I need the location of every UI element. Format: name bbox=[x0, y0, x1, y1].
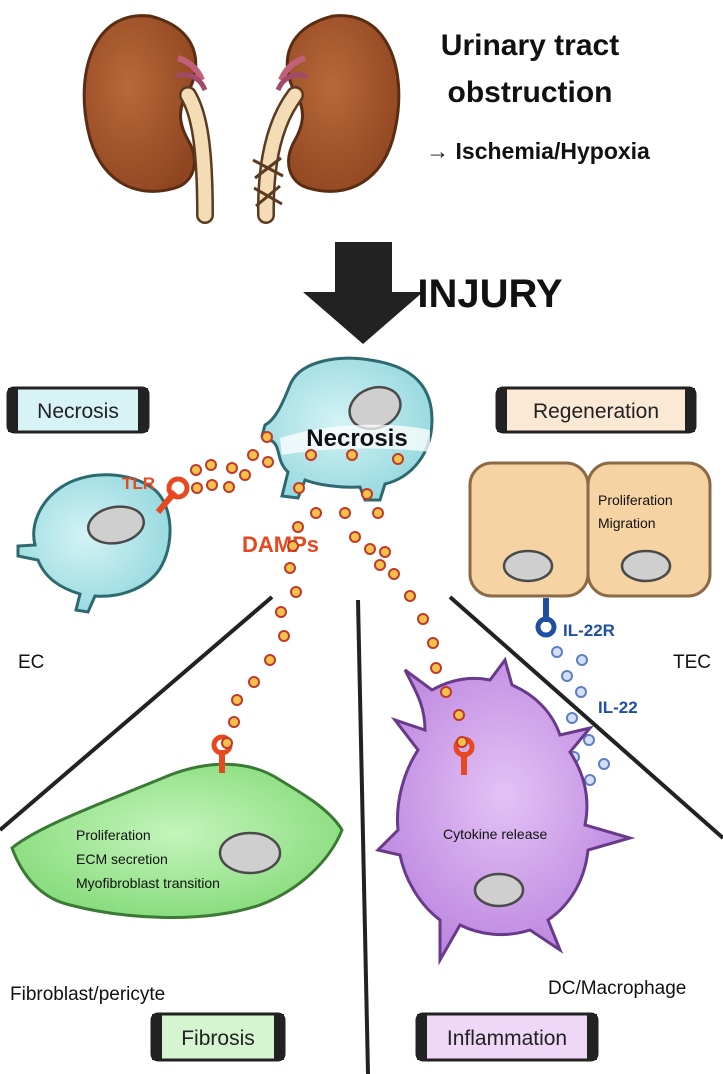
macrophage-label: DC/Macrophage bbox=[548, 978, 686, 999]
fibroblast-text-line3: Myofibroblast transition bbox=[76, 875, 220, 891]
damps-label: DAMPs bbox=[242, 532, 319, 557]
fibroblast-text-line2: ECM secretion bbox=[76, 851, 168, 867]
macrophage-text-line1: Cytokine release bbox=[443, 826, 547, 842]
header-title-line2: obstruction bbox=[448, 76, 613, 109]
injury-label: INJURY bbox=[417, 272, 563, 316]
pill-necrosis: Necrosis bbox=[6, 386, 150, 434]
pill-inflammation-label: Inflammation bbox=[447, 1027, 567, 1050]
pill-fibrosis: Fibrosis bbox=[150, 1012, 286, 1062]
header-title-line1: Urinary tract bbox=[441, 29, 619, 62]
damp-dots bbox=[190, 431, 468, 749]
tec-cells: Proliferation Migration bbox=[468, 461, 712, 638]
obstruction-mark-icon bbox=[253, 184, 283, 208]
pill-regeneration-label: Regeneration bbox=[533, 400, 659, 423]
fibroblast-label: Fibroblast/pericyte bbox=[10, 984, 165, 1005]
il22-dots bbox=[551, 646, 610, 786]
panel-dividers bbox=[0, 595, 723, 1074]
nucleus bbox=[620, 549, 672, 583]
ec-label: EC bbox=[18, 652, 44, 673]
tec-text-line2: Migration bbox=[598, 515, 656, 531]
ec-cell bbox=[16, 473, 190, 614]
pill-inflammation: Inflammation bbox=[415, 1012, 599, 1062]
fibroblast-text-line1: Proliferation bbox=[76, 827, 151, 843]
center-cell-label: Necrosis bbox=[306, 425, 407, 452]
pill-fibrosis-label: Fibrosis bbox=[181, 1027, 255, 1050]
tec-label: TEC bbox=[673, 652, 711, 673]
il22r-label: IL-22R bbox=[563, 621, 615, 640]
pill-regeneration: Regeneration bbox=[495, 386, 697, 434]
obstruction-mark-icon bbox=[252, 156, 284, 180]
right-kidney bbox=[252, 14, 401, 224]
macrophage-cell: Cytokine release bbox=[375, 656, 636, 966]
tlr-label: TLR bbox=[122, 474, 155, 493]
tec-text-line1: Proliferation bbox=[598, 492, 673, 508]
il22-label: IL-22 bbox=[598, 698, 638, 717]
nucleus bbox=[473, 872, 525, 908]
nucleus bbox=[502, 549, 554, 583]
left-kidney bbox=[82, 14, 214, 224]
pill-necrosis-label: Necrosis bbox=[37, 400, 119, 423]
down-arrow-icon bbox=[303, 242, 423, 344]
nucleus bbox=[86, 505, 146, 545]
fibroblast-cell: Proliferation ECM secretion Myofibroblas… bbox=[10, 734, 344, 919]
header-subtitle: → Ischemia/Hypoxia bbox=[426, 138, 650, 164]
nucleus bbox=[218, 831, 282, 875]
necrotic-cell: Necrosis bbox=[260, 356, 434, 502]
